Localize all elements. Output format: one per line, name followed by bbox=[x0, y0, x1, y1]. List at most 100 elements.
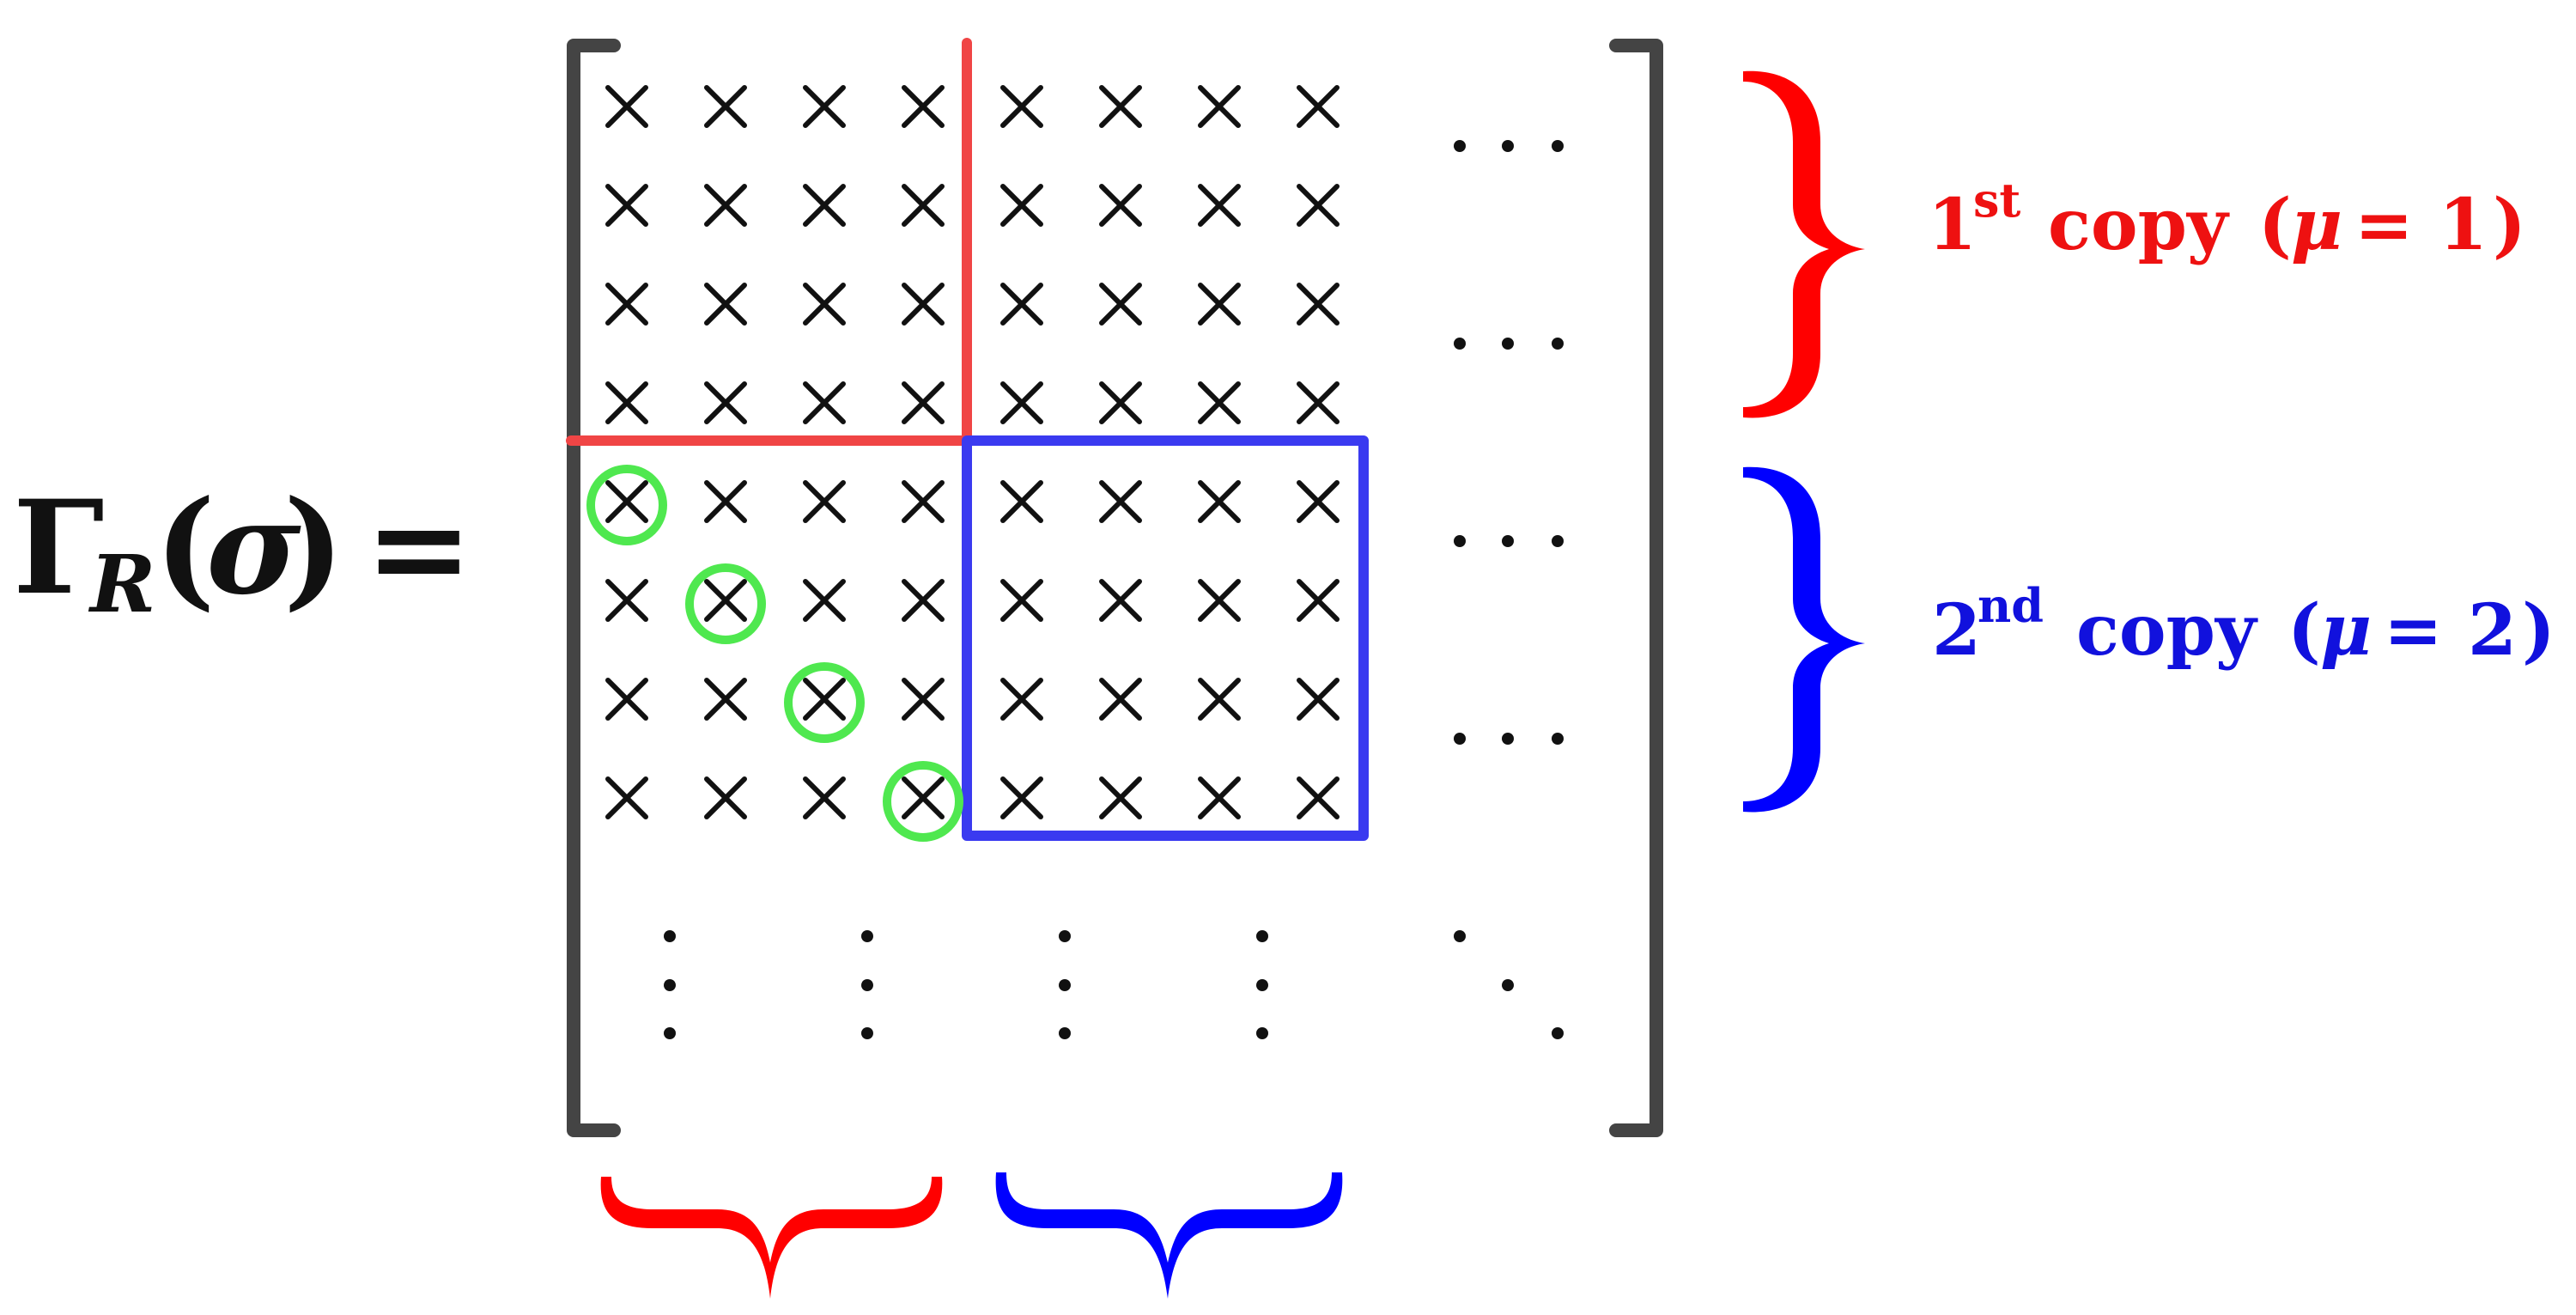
row-ellipsis-dot bbox=[1552, 338, 1564, 350]
column-ellipsis-dot bbox=[861, 930, 873, 942]
first-copy-number: 1 bbox=[1928, 184, 1977, 266]
matrix-entry bbox=[1198, 776, 1241, 819]
equation-lhs: Γ R ( σ ) = bbox=[13, 472, 473, 630]
column-ellipsis-dot bbox=[861, 979, 873, 991]
diagonal-ellipsis bbox=[1454, 930, 1564, 1039]
right-bracket bbox=[1609, 39, 1663, 1137]
blue-block-outline bbox=[962, 435, 1369, 841]
second-copy-equals: = bbox=[2384, 589, 2443, 672]
matrix-entries bbox=[605, 85, 1340, 819]
matrix-entry bbox=[803, 480, 846, 523]
matrix-entry bbox=[1099, 480, 1142, 523]
matrix-entry bbox=[704, 184, 747, 227]
matrix-entry bbox=[704, 776, 747, 819]
first-copy-mu: μ bbox=[2291, 184, 2342, 266]
matrix-entry bbox=[1099, 579, 1142, 622]
first-copy-label: 1 st copy ( μ = 1 ) bbox=[1928, 173, 2526, 266]
first-copy-ordinal: st bbox=[1973, 173, 2020, 228]
matrix-entry bbox=[803, 184, 846, 227]
column-ellipsis-dot bbox=[1256, 1027, 1268, 1039]
matrix-entry bbox=[1297, 579, 1340, 622]
red-bottom-brace bbox=[600, 1177, 943, 1299]
red-right-brace bbox=[1743, 70, 1865, 418]
matrix-entry bbox=[1198, 678, 1241, 721]
column-ellipses bbox=[664, 930, 1268, 1039]
row-ellipsis-dot bbox=[1552, 733, 1564, 745]
matrix-entry bbox=[902, 480, 945, 523]
matrix-entry bbox=[704, 579, 747, 622]
column-ellipsis-dot bbox=[861, 1027, 873, 1039]
matrix-entry bbox=[1000, 678, 1043, 721]
matrix-entry bbox=[1297, 480, 1340, 523]
row-ellipsis-dot bbox=[1502, 140, 1514, 152]
diagonal-circle bbox=[685, 563, 766, 644]
open-paren: ( bbox=[155, 472, 216, 624]
column-ellipsis-dot bbox=[1256, 979, 1268, 991]
left-bracket bbox=[567, 39, 621, 1137]
first-copy-open-paren: ( bbox=[2258, 184, 2292, 266]
matrix-entry bbox=[1000, 85, 1043, 128]
matrix-entry bbox=[1297, 678, 1340, 721]
blue-bottom-brace bbox=[995, 1172, 1343, 1299]
row-ellipsis-dot bbox=[1454, 338, 1466, 350]
row-ellipsis-dot bbox=[1502, 338, 1514, 350]
second-copy-mu: μ bbox=[2320, 589, 2372, 672]
matrix-entry bbox=[605, 381, 648, 424]
matrix-entry bbox=[803, 85, 846, 128]
diag-dot-2 bbox=[1502, 979, 1514, 991]
row-ellipsis-dot bbox=[1552, 140, 1564, 152]
matrix-entry bbox=[902, 381, 945, 424]
matrix-entry bbox=[1099, 283, 1142, 326]
matrix-entry bbox=[1000, 480, 1043, 523]
diagonal-circle bbox=[586, 465, 667, 545]
matrix-entry bbox=[1297, 85, 1340, 128]
row-ellipses bbox=[1454, 140, 1564, 745]
matrix-entry bbox=[803, 381, 846, 424]
matrix-entry bbox=[605, 480, 648, 523]
first-copy-close-paren: ) bbox=[2493, 184, 2526, 266]
matrix-entry bbox=[1198, 381, 1241, 424]
matrix-entry bbox=[902, 184, 945, 227]
matrix-entry bbox=[1000, 381, 1043, 424]
matrix-brackets bbox=[567, 39, 1663, 1137]
column-ellipsis-dot bbox=[664, 1027, 676, 1039]
matrix-entry bbox=[1198, 283, 1241, 326]
row-ellipsis-dot bbox=[1502, 535, 1514, 547]
matrix-entry bbox=[1000, 579, 1043, 622]
matrix-entry bbox=[1198, 480, 1241, 523]
matrix-entry bbox=[1297, 381, 1340, 424]
diag-dot-3 bbox=[1552, 1027, 1564, 1039]
close-paren: ) bbox=[283, 472, 344, 624]
red-block-partition bbox=[566, 38, 972, 446]
matrix-entry bbox=[1000, 184, 1043, 227]
column-ellipsis-dot bbox=[1256, 930, 1268, 942]
matrix-entry bbox=[1099, 184, 1142, 227]
matrix-entry bbox=[902, 678, 945, 721]
blue-right-brace bbox=[1743, 466, 1865, 813]
diagonal-circles bbox=[586, 465, 963, 842]
row-ellipsis-dot bbox=[1552, 535, 1564, 547]
second-copy-number: 2 bbox=[1932, 589, 1981, 672]
matrix-entry bbox=[1099, 678, 1142, 721]
diag-dot-1 bbox=[1454, 930, 1466, 942]
matrix-entry bbox=[1099, 85, 1142, 128]
gamma-symbol: Γ bbox=[13, 472, 105, 624]
row-ellipsis-dot bbox=[1502, 733, 1514, 745]
matrix-entry bbox=[704, 480, 747, 523]
matrix-entry bbox=[605, 579, 648, 622]
matrix-entry bbox=[605, 678, 648, 721]
matrix-entry bbox=[605, 85, 648, 128]
matrix-entry bbox=[1000, 776, 1043, 819]
first-copy-equals: = bbox=[2354, 184, 2414, 266]
column-ellipsis-dot bbox=[664, 930, 676, 942]
column-ellipsis-dot bbox=[664, 979, 676, 991]
second-copy-ordinal: nd bbox=[1978, 578, 2044, 633]
second-copy-open-paren: ( bbox=[2287, 589, 2321, 672]
second-copy-value: 2 bbox=[2468, 589, 2517, 672]
row-ellipsis-dot bbox=[1454, 140, 1466, 152]
sigma-symbol: σ bbox=[206, 472, 301, 624]
second-copy-close-paren: ) bbox=[2522, 589, 2555, 672]
column-ellipsis-dot bbox=[1059, 1027, 1071, 1039]
matrix-entry bbox=[902, 85, 945, 128]
diagonal-circle bbox=[883, 761, 963, 842]
